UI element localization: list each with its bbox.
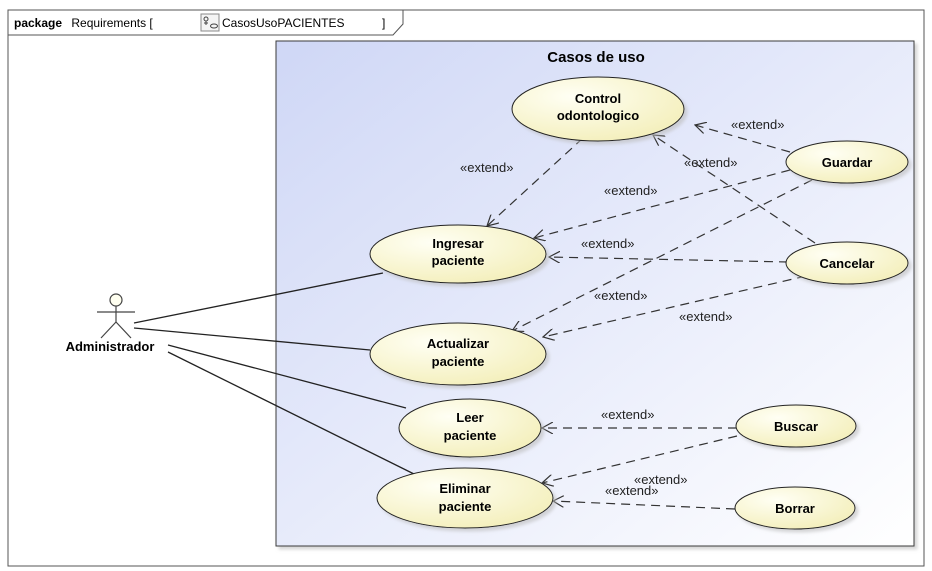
use-case-label-line1: Ingresar xyxy=(432,236,483,251)
association-eliminar xyxy=(167,351,415,475)
extend-label: «extend» xyxy=(601,407,655,422)
extend-labels: «extend» «extend» «extend» «extend» «ext… xyxy=(460,117,785,498)
use-case-borrar[interactable]: Borrar xyxy=(734,486,856,530)
package-name: Requirements [ xyxy=(71,16,153,30)
diagram-type-icon xyxy=(200,13,220,32)
package-keyword: package xyxy=(14,16,62,30)
extend-guardar-control xyxy=(695,125,791,153)
association-actualizar xyxy=(133,327,371,351)
actor-administrador[interactable]: Administrador xyxy=(66,293,155,354)
package-close-bracket: ] xyxy=(382,16,385,30)
actor-name: Administrador xyxy=(66,339,155,354)
use-case-ingresar-paciente[interactable]: Ingresar paciente xyxy=(369,224,547,284)
diagram-name: CasosUsoPACIENTES xyxy=(222,16,344,30)
use-case-label: Guardar xyxy=(822,155,873,170)
use-case-control-odontologico[interactable]: Control odontologico xyxy=(511,76,685,142)
associations xyxy=(133,272,415,475)
use-case-label-line2: paciente xyxy=(444,428,497,443)
use-case-label-line1: Control xyxy=(575,91,621,106)
extend-cancelar-control xyxy=(653,135,816,244)
extend-label: «extend» xyxy=(581,236,635,251)
extend-ingresar-control xyxy=(487,137,584,226)
use-case-label-line2: odontologico xyxy=(557,108,639,123)
use-case-label-line2: paciente xyxy=(439,499,492,514)
extend-buscar-eliminar xyxy=(542,435,738,483)
extend-label: «extend» xyxy=(634,472,688,487)
system-title: Casos de uso xyxy=(547,49,645,66)
use-case-eliminar-paciente[interactable]: Eliminar paciente xyxy=(376,467,554,529)
extend-label: «extend» xyxy=(684,155,738,170)
extend-label: «extend» xyxy=(679,309,733,324)
use-case-label-line1: Eliminar xyxy=(439,481,490,496)
extend-label: «extend» xyxy=(604,183,658,198)
use-case-cancelar[interactable]: Cancelar xyxy=(785,241,909,285)
use-case-label: Cancelar xyxy=(820,256,875,271)
extend-cancelar-ingresar xyxy=(549,257,789,262)
use-case-guardar[interactable]: Guardar xyxy=(785,140,909,184)
use-case-label: Buscar xyxy=(774,419,818,434)
association-ingresar xyxy=(133,272,384,324)
extend-borrar-eliminar xyxy=(553,501,736,510)
extend-label: «extend» xyxy=(605,483,659,498)
association-leer xyxy=(167,344,407,409)
use-case-label: Borrar xyxy=(775,501,815,516)
extend-guardar-actualizar xyxy=(512,179,813,331)
use-case-label-line2: paciente xyxy=(432,253,485,268)
use-case-label-line1: Actualizar xyxy=(427,336,489,351)
extend-label: «extend» xyxy=(731,117,785,132)
package-header: package Requirements [ xyxy=(14,16,153,30)
extend-label: «extend» xyxy=(594,288,648,303)
use-case-label-line1: Leer xyxy=(456,410,483,425)
use-case-actualizar-paciente[interactable]: Actualizar paciente xyxy=(369,322,547,386)
use-case-leer-paciente[interactable]: Leer paciente xyxy=(398,398,542,458)
actor-stick-figure-icon xyxy=(97,293,135,339)
use-case-buscar[interactable]: Buscar xyxy=(735,404,857,448)
extend-dependencies xyxy=(487,125,816,510)
extend-label: «extend» xyxy=(460,160,514,175)
use-case-label-line2: paciente xyxy=(432,354,485,369)
